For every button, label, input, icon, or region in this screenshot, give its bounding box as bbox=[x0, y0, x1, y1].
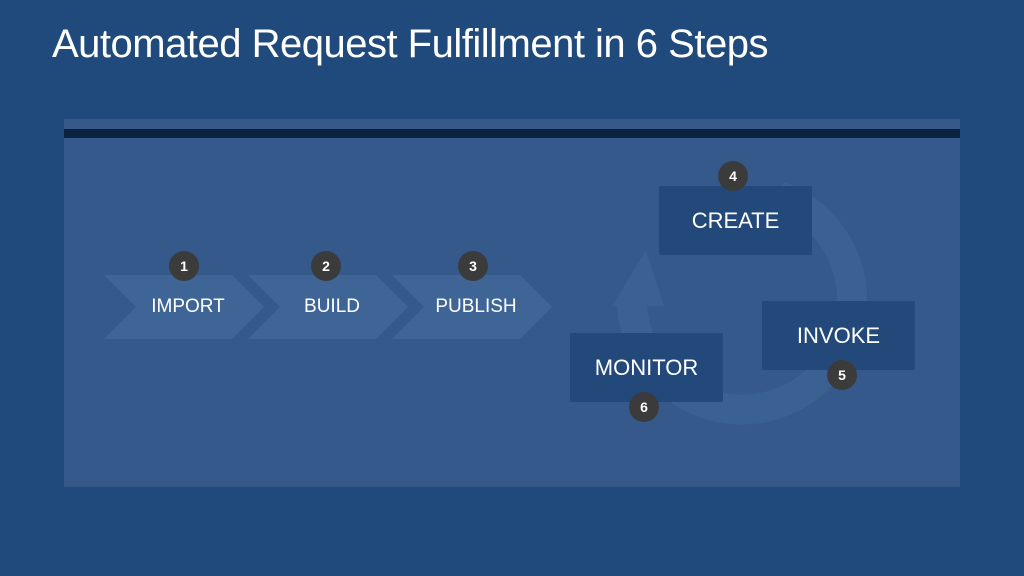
step-create: CREATE bbox=[659, 186, 812, 255]
step-number-badge: 5 bbox=[827, 360, 857, 390]
step-number-badge: 6 bbox=[629, 392, 659, 422]
step-publish: PUBLISH bbox=[392, 275, 552, 339]
chevron-arrow-icon bbox=[104, 275, 264, 339]
step-number-badge: 3 bbox=[458, 251, 488, 281]
step-import: IMPORT bbox=[104, 275, 264, 339]
step-build-label: BUILD bbox=[304, 296, 360, 317]
slide-title: Automated Request Fulfillment in 6 Steps bbox=[52, 22, 768, 66]
step-publish-label: PUBLISH bbox=[435, 296, 517, 317]
step-import-label: IMPORT bbox=[151, 296, 225, 317]
step-build: BUILD bbox=[248, 275, 408, 339]
step-invoke: INVOKE bbox=[762, 301, 915, 370]
step-number-badge: 4 bbox=[718, 161, 748, 191]
step-monitor-label: MONITOR bbox=[594, 355, 699, 380]
step-monitor: MONITOR bbox=[570, 333, 723, 402]
chevron-arrow-icon bbox=[392, 275, 552, 339]
step-number-badge: 2 bbox=[311, 251, 341, 281]
step-invoke-label: INVOKE bbox=[796, 323, 881, 348]
step-number-badge: 1 bbox=[169, 251, 199, 281]
panel-top-bar bbox=[64, 129, 960, 138]
step-create-label: CREATE bbox=[691, 208, 780, 233]
chevron-arrow-icon bbox=[248, 275, 408, 339]
